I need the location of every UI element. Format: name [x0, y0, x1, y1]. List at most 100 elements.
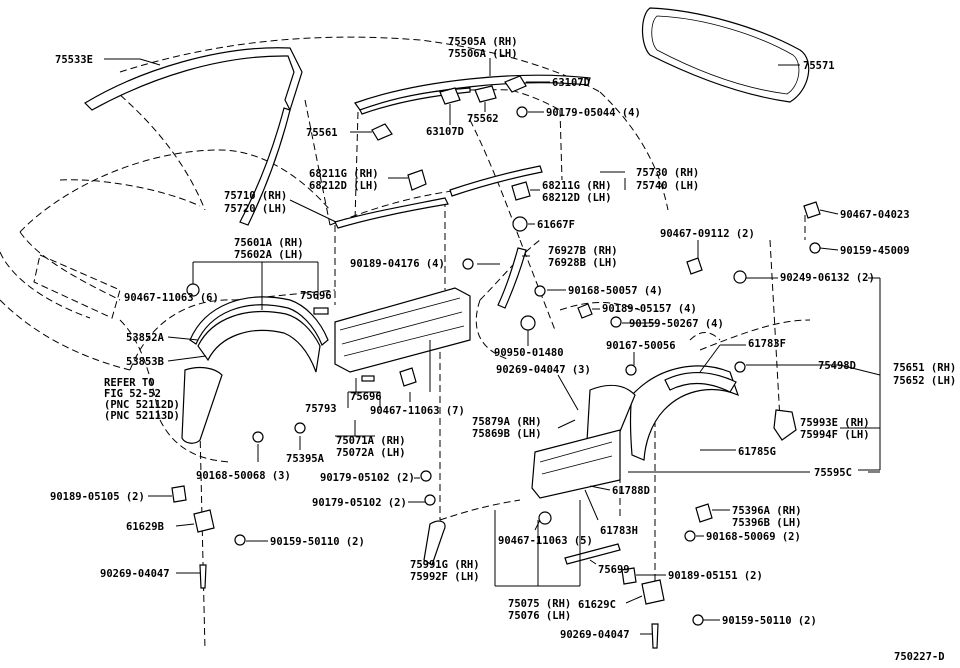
label-75992f: 75992F (LH): [410, 571, 480, 583]
label-75395a: 75395A: [286, 453, 325, 465]
label-75396b: 75396B (LH): [732, 517, 802, 529]
label-75740: 75740 (LH): [636, 180, 699, 192]
label-76927b: 76927B (RH): [548, 245, 618, 257]
label-75075: 75075 (RH): [508, 598, 571, 610]
label-75869b: 75869B (LH): [472, 428, 542, 440]
door-moulding-75071a: [334, 287, 471, 373]
clip-68211g-a: [407, 169, 427, 191]
label-90179-05102-a: 90179-05102 (2): [320, 472, 415, 484]
label-750227d: 750227-D: [894, 651, 945, 663]
clip-68211g-b: [511, 181, 531, 201]
label-75396a: 75396A (RH): [732, 505, 802, 517]
door-window-moulding-75710: [334, 197, 449, 229]
label-68212d-a: 68212D (LH): [309, 180, 379, 192]
label-63107d-b: 63107D: [426, 126, 464, 138]
label-61629b: 61629B: [126, 521, 164, 533]
windshield-moulding-75533e: [84, 47, 303, 226]
label-90167-50056: 90167-50056: [606, 340, 676, 352]
label-53852a: 53852A: [126, 332, 165, 344]
clip-90467-11063-7: [399, 367, 417, 387]
label-90179-05102-b: 90179-05102 (2): [312, 497, 407, 509]
label-75710: 75710 (RH): [224, 190, 287, 202]
label-90950-01480: 90950-01480: [494, 347, 564, 359]
label-75793: 75793: [305, 403, 337, 415]
label-75602a: 75602A (LH): [234, 249, 304, 261]
label-refer-to: REFER TO: [104, 377, 155, 389]
label-90269-04047-c: 90269-04047: [560, 629, 630, 641]
label-75651: 75651 (RH): [893, 362, 956, 374]
label-76928b: 76928B (LH): [548, 257, 618, 269]
quarter-moulding-75879a: [531, 384, 636, 499]
leader-lines: [104, 58, 881, 635]
label-90269-04047-b: 90269-04047: [100, 568, 170, 580]
label-75720: 75720 (LH): [224, 203, 287, 215]
label-75696-b: 75696: [350, 391, 382, 403]
fasteners: [171, 201, 821, 649]
label-75595c: 75595C: [814, 467, 852, 479]
label-90189-05151: 90189-05151 (2): [668, 570, 763, 582]
label-90179-05044: 90179-05044 (4): [546, 107, 641, 119]
label-90168-50068: 90168-50068 (3): [196, 470, 291, 482]
label-90467-11063-7: 90467-11063 (7): [370, 405, 465, 417]
label-68211g-b: 68211G (RH): [542, 180, 612, 192]
label-90159-45009: 90159-45009: [840, 245, 910, 257]
mudguard-75993e: [773, 409, 797, 441]
label-53853b: 53853B: [126, 356, 164, 368]
plate-75699: [564, 543, 621, 565]
label-90168-50069: 90168-50069 (2): [706, 531, 801, 543]
label-75072a: 75072A (LH): [336, 447, 406, 459]
label-61667f: 61667F: [537, 219, 575, 231]
clip-75561: [371, 123, 393, 141]
label-63107d-a: 63107D: [552, 77, 590, 89]
label-75571: 75571: [803, 60, 835, 72]
seal-75991g: [423, 520, 446, 566]
mudguard-53852a: [181, 366, 223, 444]
clip-75562: [474, 85, 497, 103]
label-90467-09112: 90467-09112 (2): [660, 228, 755, 240]
door-window-moulding-75730: [449, 165, 543, 197]
label-75699: 75699: [598, 564, 630, 576]
label-75993e: 75993E (RH): [800, 417, 870, 429]
label-75498d: 75498D: [818, 360, 856, 372]
label-75505a: 75505A (RH): [448, 36, 518, 48]
spoiler-76927b: [497, 247, 527, 309]
label-90467-11063-6: 90467-11063 (6): [124, 292, 219, 304]
clip-61667f: [512, 216, 528, 232]
clip-63107d-a: [439, 75, 527, 105]
label-90467-11063-5: 90467-11063 (5): [498, 535, 593, 547]
label-61788d: 61788D: [612, 485, 650, 497]
label-75601a: 75601A (RH): [234, 237, 304, 249]
label-90159-50267: 90159-50267 (4): [629, 318, 724, 330]
label-90159-50110-b: 90159-50110 (2): [722, 615, 817, 627]
label-90189-05105: 90189-05105 (2): [50, 491, 145, 503]
label-75696-a: 75696: [300, 290, 332, 302]
label-90168-50057: 90168-50057 (4): [568, 285, 663, 297]
label-75994f: 75994F (LH): [800, 429, 870, 441]
label-75652: 75652 (LH): [893, 375, 956, 387]
label-75879a: 75879A (RH): [472, 416, 542, 428]
label-75561: 75561: [306, 127, 338, 139]
wheel-arch-moulding-75651: [629, 365, 740, 461]
label-90189-05157: 90189-05157 (4): [602, 303, 697, 315]
label-68212d-b: 68212D (LH): [542, 192, 612, 204]
label-refer-fig: FIG 52-52: [104, 388, 161, 400]
label-61783h: 61783H: [600, 525, 638, 537]
label-refer-pnc1: (PNC 52112D): [104, 399, 180, 411]
wheel-arch-moulding-75601a: [189, 296, 329, 373]
label-75533e: 75533E: [55, 54, 93, 66]
label-refer-pnc2: (PNC 52113D): [104, 410, 180, 422]
plate-75696-b: [361, 375, 375, 382]
label-90159-50110-a: 90159-50110 (2): [270, 536, 365, 548]
label-61783f: 61783F: [748, 338, 786, 350]
label-61785g: 61785G: [738, 446, 776, 458]
bracket-lines: [840, 277, 880, 471]
label-75071a: 75071A (RH): [336, 435, 406, 447]
label-75076: 75076 (LH): [508, 610, 571, 622]
label-61629c: 61629C: [578, 599, 616, 611]
label-90249-06132: 90249-06132 (2): [780, 272, 875, 284]
label-90467-04023: 90467-04023: [840, 209, 910, 221]
label-75730: 75730 (RH): [636, 167, 699, 179]
label-75506a: 75506A (LH): [448, 48, 518, 60]
clip-90179-05044: [516, 106, 528, 118]
